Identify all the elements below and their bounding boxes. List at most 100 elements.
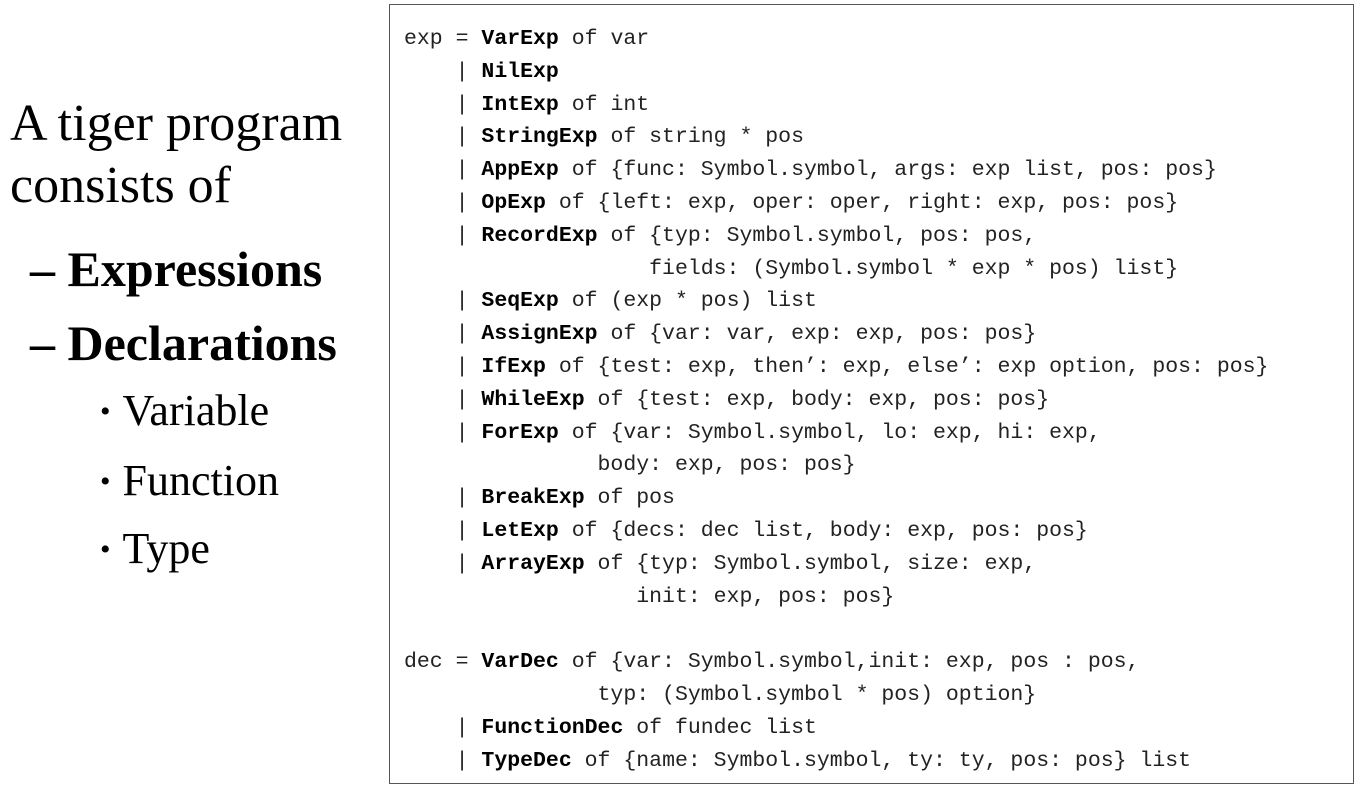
code-text: of {decs: dec list, body: exp, pos: pos} [558,518,1088,543]
constructor-keyword: FunctionDec [481,715,624,740]
constructor-keyword: ForExp [481,420,559,445]
constructor-keyword: ArrayExp [481,551,585,576]
intro-line-1: A tiger program [10,95,343,152]
code-box: exp = VarExp of var | NilExp | IntExp of… [389,4,1354,784]
code-text: fields: (Symbol.symbol * exp * pos) list… [404,256,1179,281]
constructor-keyword: IfExp [481,354,546,379]
bullet-type: • Type [100,523,210,574]
bullet-label: Variable [122,386,270,435]
bullet-icon: • [100,532,111,566]
code-text: of int [558,92,650,117]
constructor-keyword: WhileExp [481,387,585,412]
code-text: of {func: Symbol.symbol, args: exp list,… [558,158,1217,183]
code-listing: exp = VarExp of var | NilExp | IntExp of… [404,23,1268,777]
code-line: | StringExp of string * pos [404,121,1268,154]
code-text: of {var: Symbol.symbol,init: exp, pos : … [558,650,1140,675]
code-text: | [404,715,482,740]
code-line: | RecordExp of {typ: Symbol.symbol, pos:… [404,220,1268,253]
code-line: | BreakExp of pos [404,482,1268,515]
code-text: dec = [404,650,482,675]
code-line: exp = VarExp of var [404,23,1268,56]
bullet-function: • Function [100,455,279,506]
code-text: of {test: exp, then’: exp, else’: exp op… [545,354,1269,379]
bullet-label: Function [122,456,279,505]
code-line: fields: (Symbol.symbol * exp * pos) list… [404,253,1268,286]
code-text: of {left: exp, oper: oper, right: exp, p… [545,190,1179,215]
code-text: of var [558,27,650,51]
code-text: | [404,289,482,314]
code-text: typ: (Symbol.symbol * pos) option} [404,682,1037,707]
code-text: of {var: var, exp: exp, pos: pos} [597,322,1037,347]
code-line: | LetExp of {decs: dec list, body: exp, … [404,515,1268,548]
code-text: init: exp, pos: pos} [404,584,895,609]
constructor-keyword: VarDec [481,650,559,675]
code-text: exp = [404,27,482,51]
list-item-label: Expressions [67,241,323,297]
code-text: of pos [584,486,675,511]
code-text: | [404,158,482,183]
code-text: | [404,518,482,543]
constructor-keyword: LetExp [481,518,559,543]
code-text: | [404,223,482,248]
intro-text: A tiger program consists of [10,93,342,217]
code-text: | [404,486,482,511]
code-text: of fundec list [623,715,817,740]
list-item-declarations: – Declarations [30,314,337,372]
code-text: | [404,92,482,117]
code-text: of {typ: Symbol.symbol, pos: pos, [597,223,1037,248]
code-text: | [404,551,482,576]
slide-text-panel: A tiger program consists of – Expression… [0,0,385,790]
code-line: | AppExp of {func: Symbol.symbol, args: … [404,154,1268,187]
bullet-variable: • Variable [100,385,269,436]
code-text: of {var: Symbol.symbol, lo: exp, hi: exp… [558,420,1101,445]
dash-glyph: – [30,315,68,371]
code-text: | [404,59,482,84]
code-line: | IntExp of int [404,89,1268,122]
constructor-keyword: BreakExp [481,486,585,511]
code-line: dec = VarDec of {var: Symbol.symbol,init… [404,646,1268,679]
code-text: of string * pos [597,125,804,150]
code-text: | [404,125,482,150]
intro-line-2: consists of [10,157,231,214]
code-line: | FunctionDec of fundec list [404,712,1268,745]
constructor-keyword: IntExp [481,92,559,117]
list-item-expressions: – Expressions [30,240,322,298]
code-text: of (exp * pos) list [558,289,817,314]
bullet-icon: • [100,394,111,428]
code-line: | WhileExp of {test: exp, body: exp, pos… [404,384,1268,417]
list-item-label: Declarations [67,315,337,371]
code-line [404,613,1268,646]
code-line: | NilExp [404,56,1268,89]
code-text: | [404,322,482,347]
constructor-keyword: RecordExp [481,223,598,248]
constructor-keyword: NilExp [481,59,559,84]
code-text: of {name: Symbol.symbol, ty: ty, pos: po… [571,748,1192,773]
code-text: | [404,190,482,215]
code-text: | [404,387,482,412]
constructor-keyword: StringExp [481,125,598,150]
code-text: | [404,748,482,773]
bullet-icon: • [100,464,111,498]
constructor-keyword: AppExp [481,158,559,183]
code-text: of {test: exp, body: exp, pos: pos} [584,387,1050,412]
dash-glyph: – [30,241,68,297]
code-line: | OpExp of {left: exp, oper: oper, right… [404,187,1268,220]
code-line: body: exp, pos: pos} [404,449,1268,482]
code-line: init: exp, pos: pos} [404,581,1268,614]
code-line: | SeqExp of (exp * pos) list [404,285,1268,318]
code-text: | [404,354,482,379]
bullet-label: Type [122,524,210,573]
constructor-keyword: VarExp [481,27,559,51]
code-line: | TypeDec of {name: Symbol.symbol, ty: t… [404,745,1268,778]
code-line: | AssignExp of {var: var, exp: exp, pos:… [404,318,1268,351]
code-text: of {typ: Symbol.symbol, size: exp, [584,551,1037,576]
code-line: | ArrayExp of {typ: Symbol.symbol, size:… [404,548,1268,581]
code-line: | ForExp of {var: Symbol.symbol, lo: exp… [404,417,1268,450]
constructor-keyword: AssignExp [481,322,598,347]
constructor-keyword: TypeDec [481,748,572,773]
constructor-keyword: OpExp [481,190,546,215]
code-text: | [404,420,482,445]
constructor-keyword: SeqExp [481,289,559,314]
code-text: body: exp, pos: pos} [404,453,856,478]
code-line: typ: (Symbol.symbol * pos) option} [404,679,1268,712]
